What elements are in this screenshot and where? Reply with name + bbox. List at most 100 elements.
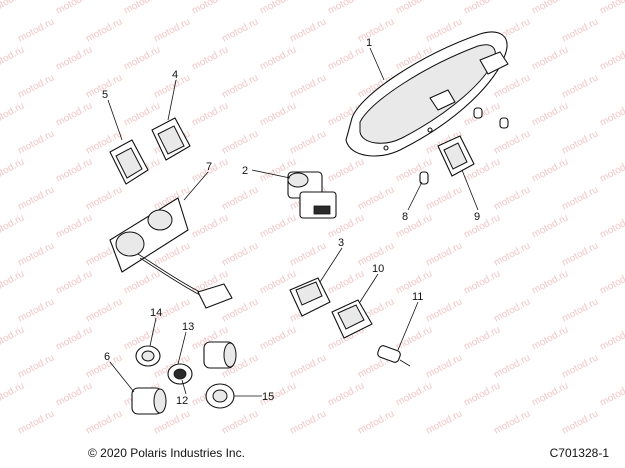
callout-6: 6 xyxy=(104,351,110,363)
watermark-text: motod.ru xyxy=(288,408,328,436)
watermark-text: motod.ru xyxy=(122,44,162,72)
watermark-text: motod.ru xyxy=(394,324,434,352)
watermark-text: motod.ru xyxy=(16,16,56,44)
callout-7: 7 xyxy=(206,161,212,173)
watermark-text: motod.ru xyxy=(356,16,396,44)
watermark-text: motod.ru xyxy=(288,352,328,380)
watermark-text: motod.ru xyxy=(0,380,26,408)
watermark-text: motod.ru xyxy=(220,408,260,436)
watermark-text: motod.ru xyxy=(424,184,464,212)
watermark-text: motod.ru xyxy=(0,44,26,72)
watermark-text: motod.ru xyxy=(288,240,328,268)
connector-part-5 xyxy=(109,139,149,185)
rocker-switch-part-3 xyxy=(289,277,331,317)
watermark-text: motod.ru xyxy=(598,212,625,240)
watermark-text: motod.ru xyxy=(492,72,532,100)
callout-5: 5 xyxy=(102,89,108,101)
watermark-text: motod.ru xyxy=(492,352,532,380)
watermark-text: motod.ru xyxy=(598,100,625,128)
watermark-text: motod.ru xyxy=(326,156,366,184)
watermark-text: motod.ru xyxy=(560,352,600,380)
copyright-text: © 2020 Polaris Industries Inc. xyxy=(88,446,245,460)
watermark-text: motod.ru xyxy=(258,324,298,352)
watermark-text: motod.ru xyxy=(530,100,570,128)
callout-10: 10 xyxy=(372,263,384,275)
watermark-text: motod.ru xyxy=(530,44,570,72)
watermark-text: motod.ru xyxy=(560,296,600,324)
watermark-text: motod.ru xyxy=(220,128,260,156)
watermark-text: motod.ru xyxy=(394,212,434,240)
callout-15: 15 xyxy=(262,391,274,403)
watermark-text: motod.ru xyxy=(598,380,625,408)
watermark-text: motod.ru xyxy=(326,0,366,17)
watermark-text: motod.ru xyxy=(560,240,600,268)
watermark-text: motod.ru xyxy=(258,100,298,128)
retaining-ring-part-14 xyxy=(135,345,161,367)
callout-3: 3 xyxy=(338,237,344,249)
watermark-text: motod.ru xyxy=(530,0,570,17)
watermark-text: motod.ru xyxy=(54,0,94,17)
watermark-text: motod.ru xyxy=(598,324,625,352)
power-outlet-part-12 xyxy=(167,363,193,385)
watermark-text: motod.ru xyxy=(530,156,570,184)
watermark-text: motod.ru xyxy=(190,212,230,240)
watermark-text: motod.ru xyxy=(530,212,570,240)
watermark-text: motod.ru xyxy=(258,0,298,17)
watermark-text: motod.ru xyxy=(0,324,26,352)
watermark-text: motod.ru xyxy=(492,296,532,324)
watermark-text: motod.ru xyxy=(326,44,366,72)
watermark-text: motod.ru xyxy=(16,184,56,212)
watermark-text: motod.ru xyxy=(560,408,600,436)
watermark-text: motod.ru xyxy=(598,0,625,17)
watermark-text: motod.ru xyxy=(598,156,625,184)
watermark-text: motod.ru xyxy=(220,16,260,44)
bulb-part-8 xyxy=(419,107,509,185)
watermark-text: motod.ru xyxy=(16,72,56,100)
watermark-text: motod.ru xyxy=(492,184,532,212)
watermark-text: motod.ru xyxy=(326,268,366,296)
watermark-text: motod.ru xyxy=(16,128,56,156)
watermark-text: motod.ru xyxy=(16,240,56,268)
watermark-text: motod.ru xyxy=(122,100,162,128)
watermark-text: motod.ru xyxy=(54,44,94,72)
callout-12: 12 xyxy=(176,395,188,407)
watermark-text: motod.ru xyxy=(462,212,502,240)
connector-part-9 xyxy=(437,135,475,177)
watermark-text: motod.ru xyxy=(462,380,502,408)
watermark-text: motod.ru xyxy=(356,408,396,436)
watermark-text: motod.ru xyxy=(190,100,230,128)
watermark-text: motod.ru xyxy=(462,0,502,17)
watermark-text: motod.ru xyxy=(394,380,434,408)
watermark-text: motod.ru xyxy=(424,240,464,268)
callout-11: 11 xyxy=(412,291,423,303)
watermark-text: motod.ru xyxy=(84,408,124,436)
watermark-text: motod.ru xyxy=(288,72,328,100)
watermark-text: motod.ru xyxy=(530,268,570,296)
watermark-text: motod.ru xyxy=(220,240,260,268)
bracket-harness-part xyxy=(109,197,233,309)
callout-9: 9 xyxy=(474,211,480,223)
watermark-text: motod.ru xyxy=(220,72,260,100)
watermark-text: motod.ru xyxy=(122,268,162,296)
callout-13: 13 xyxy=(182,321,194,333)
watermark-text: motod.ru xyxy=(0,212,26,240)
key-switch-part xyxy=(287,171,337,219)
watermark-text: motod.ru xyxy=(16,408,56,436)
watermark-text: motod.ru xyxy=(424,408,464,436)
nut-ring-part-15 xyxy=(205,383,235,409)
watermark-text: motod.ru xyxy=(54,156,94,184)
watermark-text: motod.ru xyxy=(84,184,124,212)
watermark-text: motod.ru xyxy=(54,380,94,408)
watermark-text: motod.ru xyxy=(258,212,298,240)
watermark-text: motod.ru xyxy=(560,128,600,156)
callout-labels: 1 2 3 4 5 6 7 8 9 10 11 12 13 14 15 xyxy=(102,37,480,407)
watermark-text: motod.ru xyxy=(560,16,600,44)
watermark-text: motod.ru xyxy=(424,16,464,44)
watermark-text: motod.ru xyxy=(84,296,124,324)
watermark-text: motod.ru xyxy=(424,296,464,324)
callout-2: 2 xyxy=(242,165,248,177)
watermark-text: motod.ru xyxy=(462,324,502,352)
watermark-text: motod.ru xyxy=(492,240,532,268)
watermark-text: motod.ru xyxy=(288,16,328,44)
watermark-text: motod.ru xyxy=(0,0,26,17)
